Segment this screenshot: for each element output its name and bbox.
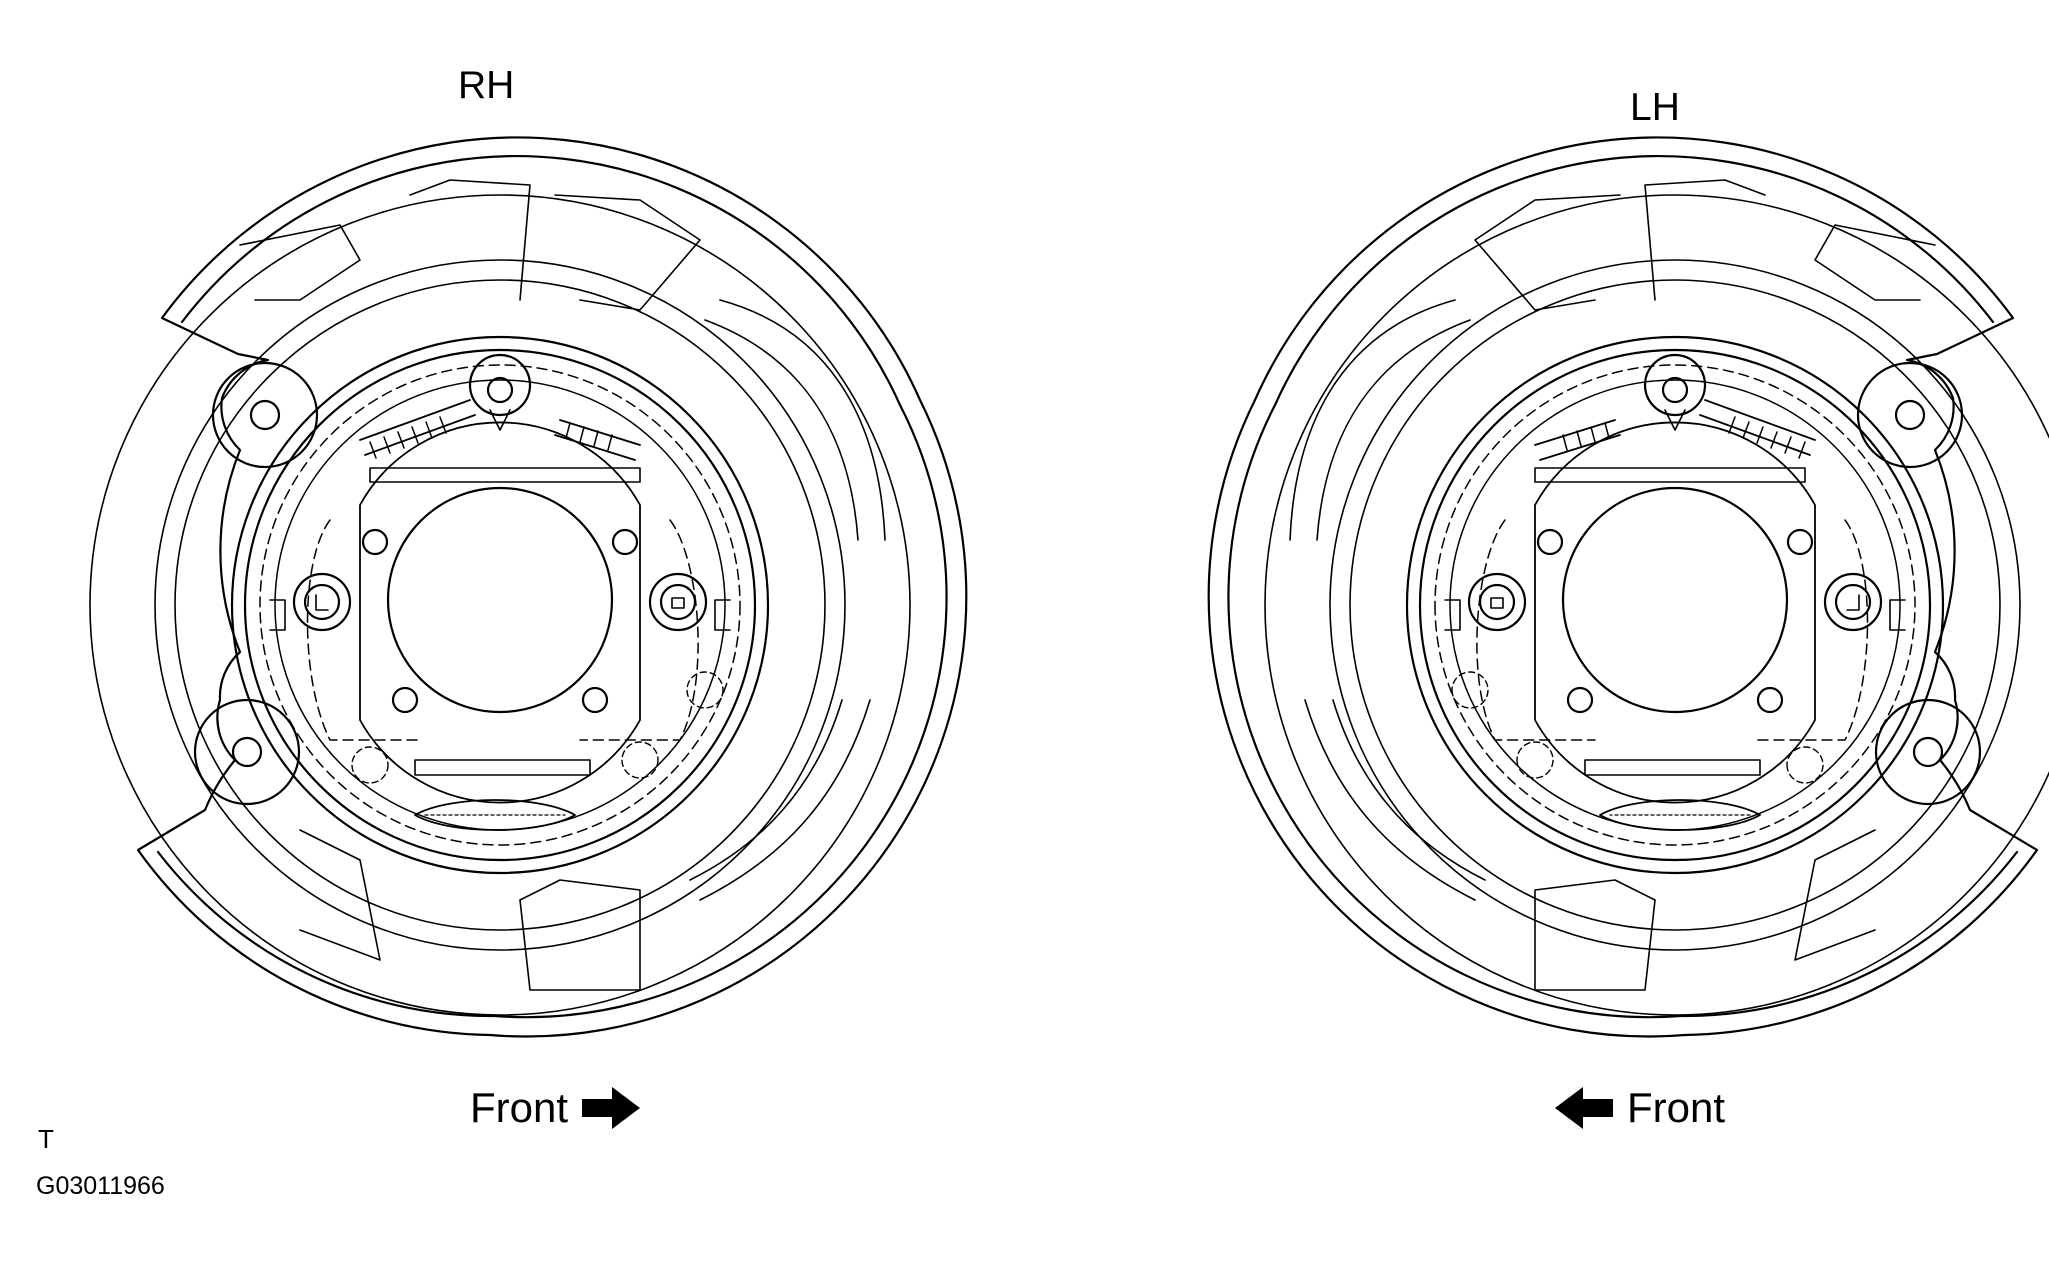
arrow-right-icon [582, 1087, 641, 1129]
front-indicator-rh: Front [470, 1084, 642, 1132]
corner-mark: T [38, 1124, 54, 1154]
front-indicator-lh: Front [1553, 1084, 1725, 1132]
figure-code: G03011966 [36, 1172, 165, 1200]
front-label-rh: Front [470, 1084, 569, 1131]
rh-title: RH [458, 64, 515, 107]
front-label-lh: Front [1627, 1084, 1726, 1131]
rh-backing-plate [89, 136, 968, 1038]
arrow-left-icon [1555, 1087, 1613, 1129]
lh-title: LH [1630, 86, 1680, 129]
lh-backing-plate [1207, 136, 2049, 1038]
